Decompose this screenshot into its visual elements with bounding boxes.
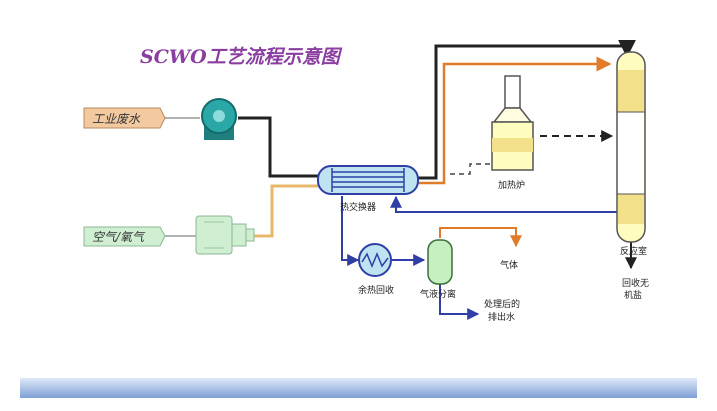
heating-furnace-icon [491, 75, 534, 171]
bottom-decorative-bar [20, 378, 697, 398]
heat-recovery-icon [358, 243, 392, 277]
exchanger-to-reactor-orange-line [418, 56, 612, 185]
recovered-salts-label-2: 机盐 [624, 289, 642, 301]
reactor-label: 反应室 [620, 245, 647, 257]
heat-exchanger-icon [317, 165, 419, 195]
reactor-icon [616, 51, 646, 243]
gas-outlet-line [439, 227, 522, 248]
wastewater-input-tag: 工业废水 [83, 107, 166, 129]
recovered-salts-label-1: 回收无 [622, 277, 649, 289]
exchanger-to-furnace-dashed-line [450, 163, 490, 175]
treated-water-label-2: 排出水 [488, 311, 515, 323]
air-input-tag: 空气/氧气 [83, 226, 166, 247]
exchanger-to-recovery-line [341, 196, 360, 266]
gas-label: 气体 [500, 259, 518, 271]
pump-to-exchanger-line [238, 116, 318, 178]
heat-exchanger-label: 热交换器 [340, 201, 376, 213]
heat-recovery-label: 余热回收 [358, 284, 394, 296]
exchanger-to-reactor-black-line [418, 39, 636, 180]
wastewater-label: 工业废水 [92, 112, 141, 126]
air-oxygen-label: 空气/氧气 [92, 230, 146, 244]
treated-water-label-1: 处理后的 [484, 298, 520, 310]
compressor-to-exchanger-line [254, 184, 318, 238]
heating-furnace-label: 加热炉 [498, 179, 525, 191]
separator-icon [427, 239, 453, 285]
diagram-title: SCWO工艺流程示意图 [140, 46, 343, 68]
reactor-return-line [390, 195, 622, 213]
treated-water-line [439, 284, 480, 320]
compressor-icon [195, 215, 255, 255]
separator-label: 气液分离 [420, 288, 456, 300]
pump-icon [201, 98, 237, 140]
